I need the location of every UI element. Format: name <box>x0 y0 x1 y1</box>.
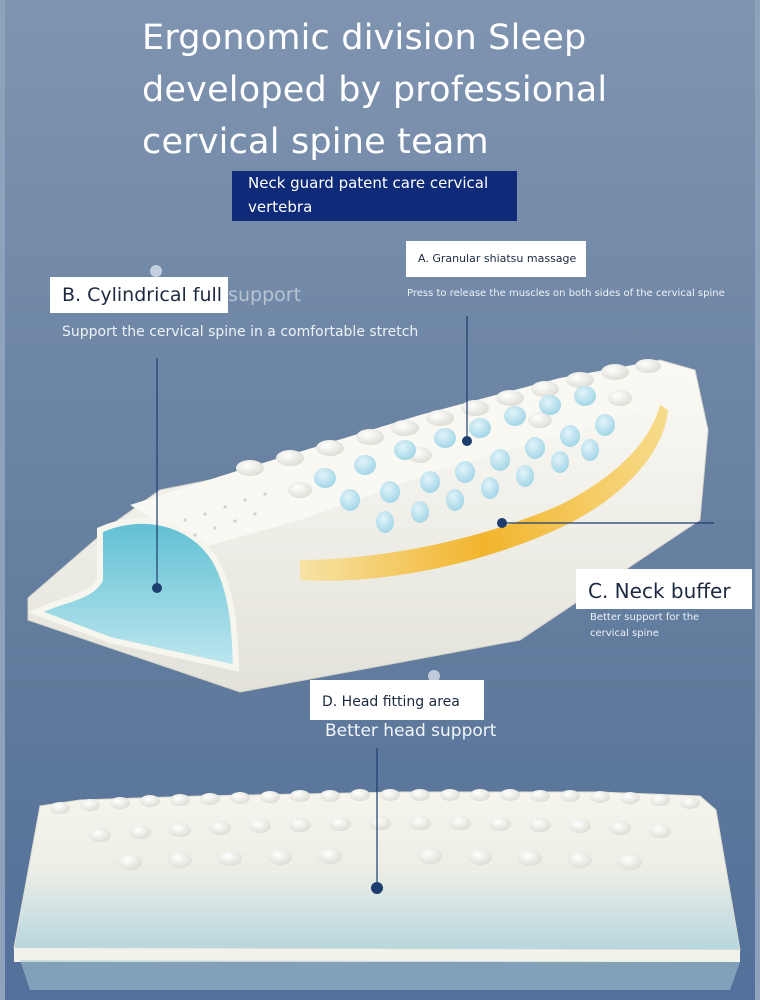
inner-core <box>28 517 240 672</box>
buffer-layer <box>300 405 668 581</box>
label-c-title: C. Neck buffer <box>576 569 752 609</box>
pointer-dot-a <box>462 436 472 446</box>
headline: Ergonomic division Sleep developed by pr… <box>142 18 608 162</box>
left-border <box>0 0 5 1000</box>
patent-banner: Neck guard patent care cervical vertebra <box>232 171 517 221</box>
label-b-title-overflow: support <box>222 284 302 306</box>
label-d-title: D. Head fitting area <box>310 680 484 720</box>
glow-markers <box>150 265 440 682</box>
pointer-dot-b <box>152 583 162 593</box>
label-a-desc: Press to release the muscles on both sid… <box>407 288 725 299</box>
right-border <box>755 0 760 1000</box>
lower-pillow-shadow <box>20 960 740 990</box>
label-b-title: B. Cylindrical full support <box>50 277 301 313</box>
label-c-desc: Better support for the cervical spine <box>590 612 700 639</box>
label-d-desc: Better head support <box>325 721 497 741</box>
pointer-dots <box>152 436 507 894</box>
air-holes <box>183 492 267 537</box>
lower-pillow-front <box>14 948 740 962</box>
label-a-title: A. Granular shiatsu massage <box>406 241 586 277</box>
pointer-dot-c <box>497 518 507 528</box>
blue-massage-nodules <box>314 386 615 533</box>
lower-nodules <box>50 789 700 870</box>
label-b-desc: Support the cervical spine in a comforta… <box>62 324 419 340</box>
massage-nodules <box>236 359 661 498</box>
pointer-dot-d <box>371 882 383 894</box>
label-b-title-main: B. Cylindrical full <box>62 284 223 306</box>
pointer-lines <box>156 316 714 888</box>
